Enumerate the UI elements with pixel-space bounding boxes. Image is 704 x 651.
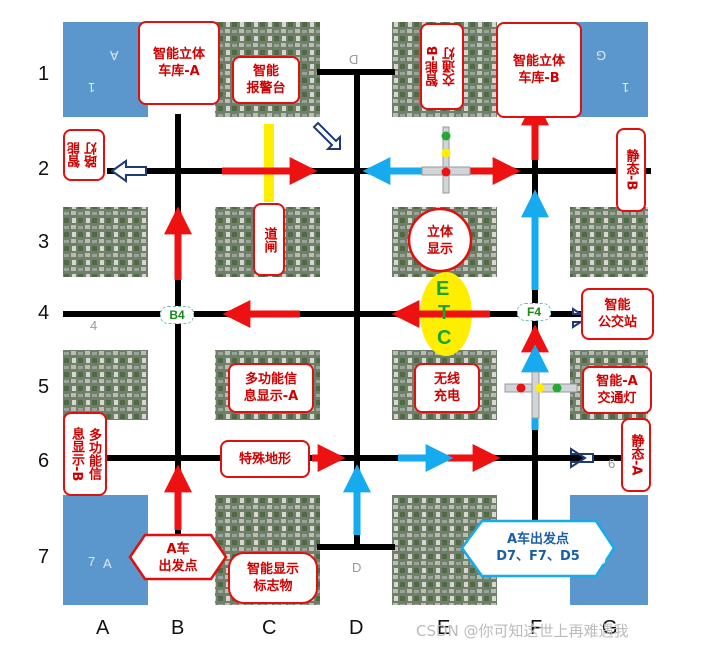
special-terrain-label: 特殊地形 [220, 440, 310, 478]
a-start-points-label: A车出发点 D7、F7、D5 [475, 524, 601, 572]
traffic-light-a-icon [504, 371, 578, 419]
etc-letter-e: E [436, 278, 450, 300]
stereo-display-label: 立体 显示 [426, 225, 453, 257]
ghost-a1: A [110, 48, 119, 63]
streetlight-label: 智能 路灯 [63, 129, 105, 181]
ghost-d-top: D [349, 52, 359, 67]
water-a1 [63, 22, 148, 117]
wireless-charging-label: 无线 充电 [414, 363, 480, 413]
traffic-light-b-label: 智能-B 交通灯 [420, 23, 464, 110]
watermark: CSDN @你可知这世上再难遇我 [416, 622, 629, 640]
ghost-4: 4 [90, 318, 98, 333]
row-label-4: 4 [38, 302, 50, 324]
ghost-g7: G [596, 552, 607, 567]
row-label-7: 7 [38, 546, 50, 568]
ghost-1-g: 1 [622, 80, 630, 95]
stereo-display-shape [407, 207, 473, 273]
row-label-3: 3 [38, 231, 50, 253]
col-label-b: B [171, 617, 185, 639]
row-label-5: 5 [38, 376, 50, 398]
static-b-label: 静态-B [616, 128, 646, 212]
smart-sign-label: 智能显示 标志物 [228, 552, 318, 604]
block-g3 [570, 207, 648, 277]
gate-label: 道闸 [253, 203, 285, 276]
ghost-g1: G [596, 48, 607, 63]
row-label-1: 1 [38, 63, 50, 85]
etc-letter-c: C [437, 327, 452, 349]
static-a-label: 静态-A [621, 418, 651, 492]
ghost-7: 7 [88, 554, 96, 569]
car-start-label: A车 出发点 [158, 542, 198, 574]
f4-badge: F4 [517, 303, 551, 321]
alarm-label: 智能 报警台 [232, 56, 300, 104]
col-label-d: D [349, 617, 364, 639]
water-g1 [570, 22, 648, 117]
traffic-light-a-label: 智能-A 交通灯 [582, 366, 652, 414]
ghost-a7: A [103, 556, 112, 571]
block-a3 [63, 207, 148, 277]
col-label-f: F [530, 617, 543, 639]
col-label-c: C [262, 617, 277, 639]
etc-letter-t: T [438, 302, 451, 324]
garage-b-label: 智能立体 车库-B [496, 22, 582, 118]
ghost-d-bottom: D [352, 560, 362, 575]
outline-arrows [110, 121, 594, 469]
a-start-points-text: A车出发点 D7、F7、D5 [496, 532, 580, 564]
row-label-6: 6 [38, 450, 50, 472]
info-display-a-label: 多功能信 息显示-A [228, 363, 314, 413]
car-start-shape [128, 533, 228, 581]
col-label-g: G [602, 617, 618, 639]
gate-barrier [264, 124, 274, 202]
info-display-b-label: 多功能信 息显示-B [63, 412, 107, 496]
col-label-e: E [437, 617, 451, 639]
garage-a-label: 智能立体 车库-A [138, 21, 220, 105]
col-label-a: A [96, 617, 110, 639]
ghost-1: 1 [88, 80, 96, 95]
ghost-6: 6 [608, 456, 616, 471]
bus-stop-label: 智能 公交站 [581, 288, 654, 340]
block-a5 [63, 350, 148, 420]
a-start-shape [460, 519, 616, 578]
b4-badge: B4 [160, 306, 194, 324]
row-label-2: 2 [38, 158, 50, 180]
traffic-light-b-icon [421, 126, 471, 194]
